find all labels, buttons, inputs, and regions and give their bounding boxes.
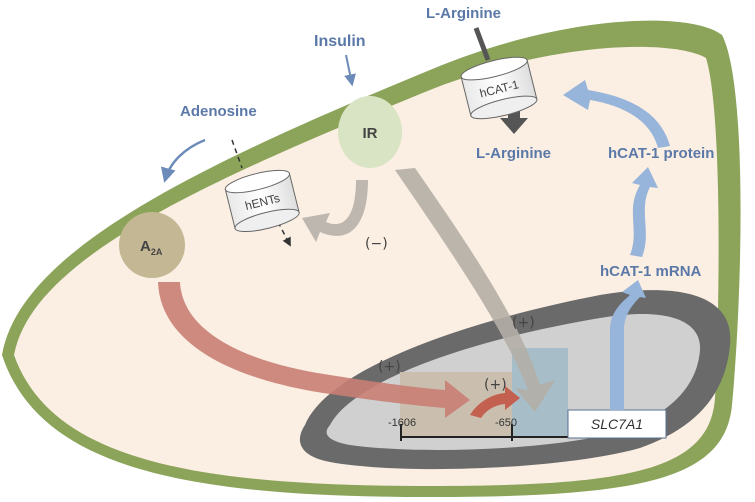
hcat1-transporter: hCAT-1 (460, 56, 538, 120)
hcat1-mrna-label: hCAT-1 mRNA (600, 263, 702, 280)
adenosine-positive-sign: (+) (378, 359, 401, 375)
insulin-receptor-label: IR (363, 125, 378, 142)
l-arginine-extracellular-label: L-Arginine (426, 5, 501, 22)
a2a-receptor (119, 212, 185, 278)
adenosine-arrow (160, 138, 206, 183)
hents-inward-arrow-top (231, 139, 243, 169)
insulin-label: Insulin (314, 33, 366, 50)
promoter-position-650: -650 (495, 417, 517, 429)
insulin-receptor (338, 96, 402, 168)
a2a-receptor-label: A2A (140, 238, 163, 257)
l-arginine-intracellular-label: L-Arginine (476, 145, 551, 162)
promoter-positive-sign: (+) (484, 377, 507, 393)
insulin-positive-sign: (+) (512, 315, 535, 331)
promoter-position-1606: -1606 (388, 417, 416, 429)
hents-inward-arrow-bottom (277, 221, 291, 247)
promoter-activation-arrow (470, 386, 520, 418)
mrna-transcription-arrow (610, 280, 646, 410)
hents-transporter: hENTs (224, 169, 300, 233)
l-arginine-entry-bar (473, 27, 491, 61)
negative-regulation-sign: (−) (365, 236, 388, 252)
gene-name: SLC7A1 (591, 416, 643, 432)
hcat1-protein-label: hCAT-1 protein (608, 145, 714, 162)
insulin-arrow (344, 54, 356, 87)
insulin-transcription-arrow (395, 168, 555, 412)
trafficking-arrow (563, 80, 670, 148)
translation-arrow (630, 167, 658, 257)
adenosine-label: Adenosine (180, 103, 257, 120)
adenosine-transcription-arrow (158, 282, 470, 418)
insulin-negative-arrow (302, 180, 368, 242)
l-arginine-exit-arrow (500, 108, 528, 134)
